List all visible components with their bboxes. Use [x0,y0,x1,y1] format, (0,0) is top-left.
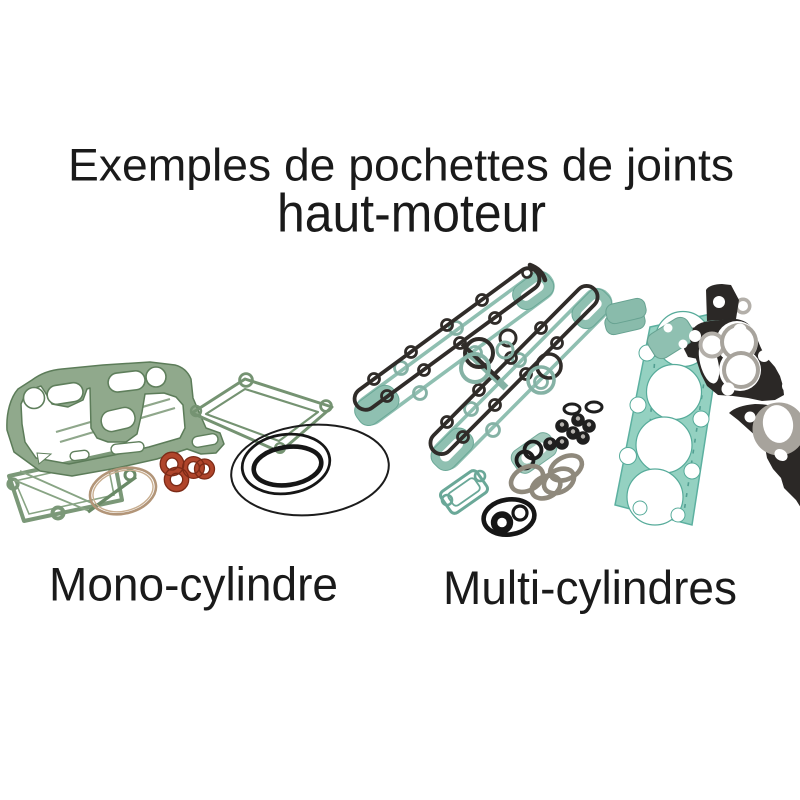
svg-text:haut-moteur: haut-moteur [277,184,546,244]
svg-text:Exemples de pochettes de joint: Exemples de pochettes de joints [68,140,734,191]
svg-text:Multi-cylindres: Multi-cylindres [443,562,737,615]
svg-text:Mono-cylindre: Mono-cylindre [49,559,338,612]
